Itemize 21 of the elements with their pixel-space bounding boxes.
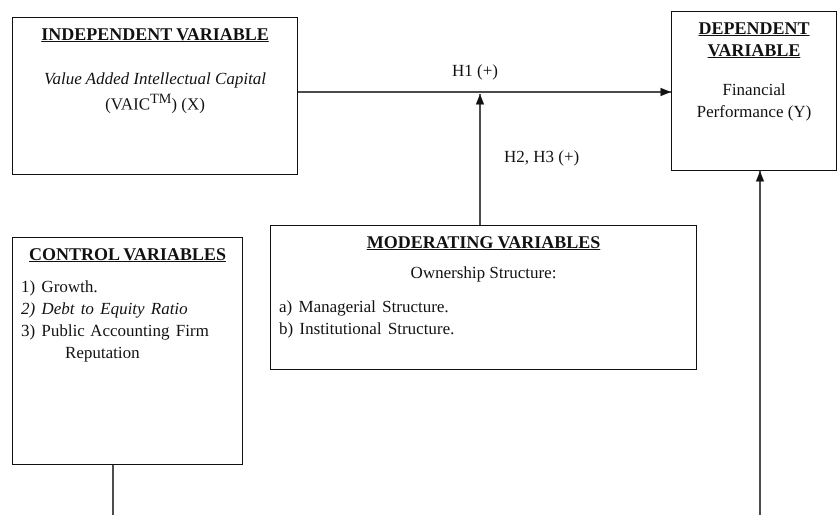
variable-box	[12, 17, 298, 175]
heading: INDEPENDENT VARIABLE	[41, 24, 269, 46]
arrow	[756, 171, 764, 515]
list-item: a) Managerial Structure.	[279, 296, 450, 318]
edge-label: H1 (+)	[450, 61, 500, 81]
variable-box	[270, 225, 697, 370]
subheading: Ownership Structure:	[410, 262, 558, 284]
list-item: b) Institutional Structure.	[279, 318, 456, 340]
list-item: 2) Debt to Equity Ratio	[21, 298, 189, 320]
variable-description: Financial Performance (Y)	[696, 79, 812, 124]
arrow	[476, 94, 484, 225]
list-item: 3) Public Accounting Firm Reputation	[21, 320, 210, 364]
heading: MODERATING VARIABLES	[366, 232, 600, 254]
arrow	[298, 88, 671, 96]
heading: CONTROL VARIABLES	[29, 244, 226, 266]
list-item: 1) Growth.	[21, 276, 99, 298]
heading: DEPENDENT VARIABLE	[697, 18, 810, 62]
edge-label: H2, H3 (+)	[502, 147, 582, 167]
variable-box	[12, 237, 243, 465]
variable-box	[671, 11, 837, 171]
variable-description: Value Added Intellectual Capital (VAIC$^{TM}$) (X)	[42, 68, 268, 116]
